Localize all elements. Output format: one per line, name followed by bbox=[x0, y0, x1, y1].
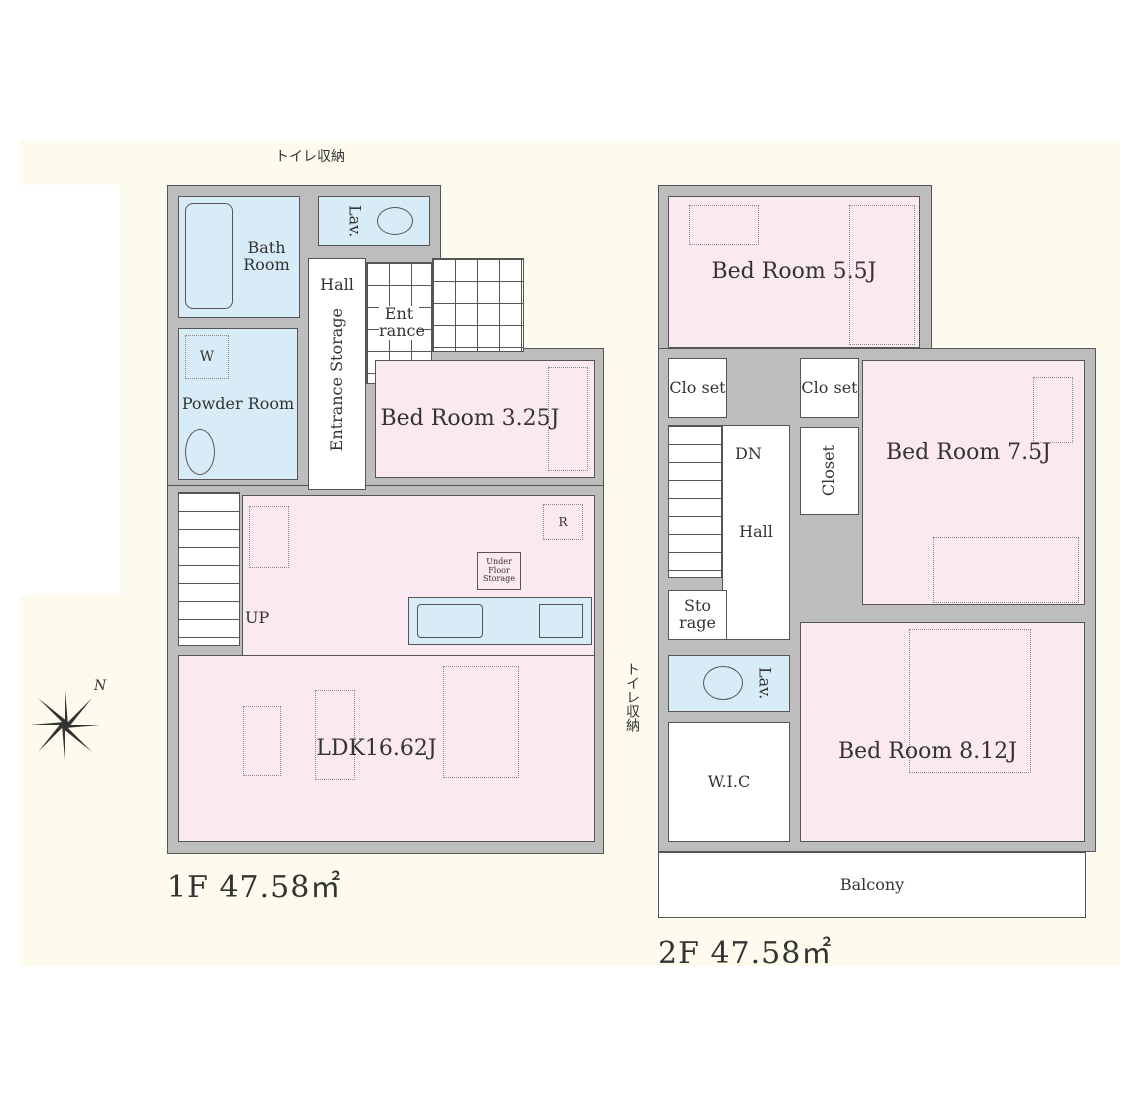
furniture bbox=[243, 706, 281, 776]
toilet-icon bbox=[377, 207, 413, 235]
bath-room: Bath Room bbox=[178, 196, 300, 318]
lavatory-1f: Lav. bbox=[318, 196, 430, 246]
closet-2: Clo set bbox=[800, 358, 859, 418]
kitchen-counter bbox=[408, 597, 592, 645]
furniture bbox=[315, 690, 355, 780]
margin-blank bbox=[20, 185, 120, 595]
desk-furniture bbox=[1033, 377, 1073, 443]
dining-table bbox=[443, 666, 519, 778]
north-label: N bbox=[94, 678, 107, 694]
kitchen-sink-icon bbox=[417, 604, 483, 638]
sink-icon bbox=[185, 429, 215, 475]
powder-room: W Powder Room bbox=[178, 328, 298, 480]
closet-3: Closet bbox=[800, 427, 859, 515]
desk-furniture bbox=[689, 205, 759, 245]
bed-room-7-5: Bed Room 7.5J bbox=[862, 360, 1085, 605]
stairs-2f bbox=[668, 425, 722, 578]
under-floor-storage: Under Floor Storage bbox=[477, 552, 521, 590]
compass-icon: N bbox=[30, 678, 106, 760]
stove-icon bbox=[539, 604, 583, 638]
hall-2f: Hall bbox=[722, 425, 790, 640]
toilet-storage-label-2f: トイレ収納 bbox=[624, 662, 640, 732]
compass-star-icon bbox=[30, 690, 100, 760]
floor-1-area: 1F 47.58㎡ bbox=[167, 870, 342, 905]
stairs-up-label: UP bbox=[245, 608, 270, 627]
walk-in-closet: W.I.C bbox=[668, 722, 790, 842]
storage-2f: Sto rage bbox=[668, 590, 727, 640]
ldk: LDK16.62J bbox=[178, 655, 595, 842]
refrigerator-icon: R bbox=[543, 504, 583, 540]
closet-1: Clo set bbox=[668, 358, 727, 418]
floor-2-area: 2F 47.58㎡ bbox=[658, 936, 833, 971]
balcony: Balcony bbox=[658, 852, 1086, 918]
hall-1f: Hall Entrance Storage bbox=[308, 258, 366, 490]
bed-furniture bbox=[548, 367, 588, 471]
bed-furniture bbox=[849, 205, 915, 345]
stairs-down-label: DN bbox=[735, 444, 762, 463]
bed-room-8-12: Bed Room 8.12J bbox=[800, 622, 1085, 842]
bed-furniture bbox=[909, 629, 1031, 773]
stairs-1f bbox=[178, 492, 240, 646]
bed-room-3-25: Bed Room 3.25J bbox=[375, 360, 595, 478]
bathtub bbox=[185, 203, 233, 309]
toilet-icon bbox=[703, 666, 743, 700]
lavatory-2f: Lav. bbox=[668, 655, 790, 712]
toilet-storage-label-1f: トイレ収納 bbox=[275, 149, 345, 165]
bed-room-5-5: Bed Room 5.5J bbox=[668, 196, 920, 348]
furniture bbox=[249, 506, 289, 568]
bed-furniture bbox=[933, 537, 1079, 603]
washer-icon: W bbox=[185, 335, 229, 379]
porch bbox=[432, 258, 524, 352]
